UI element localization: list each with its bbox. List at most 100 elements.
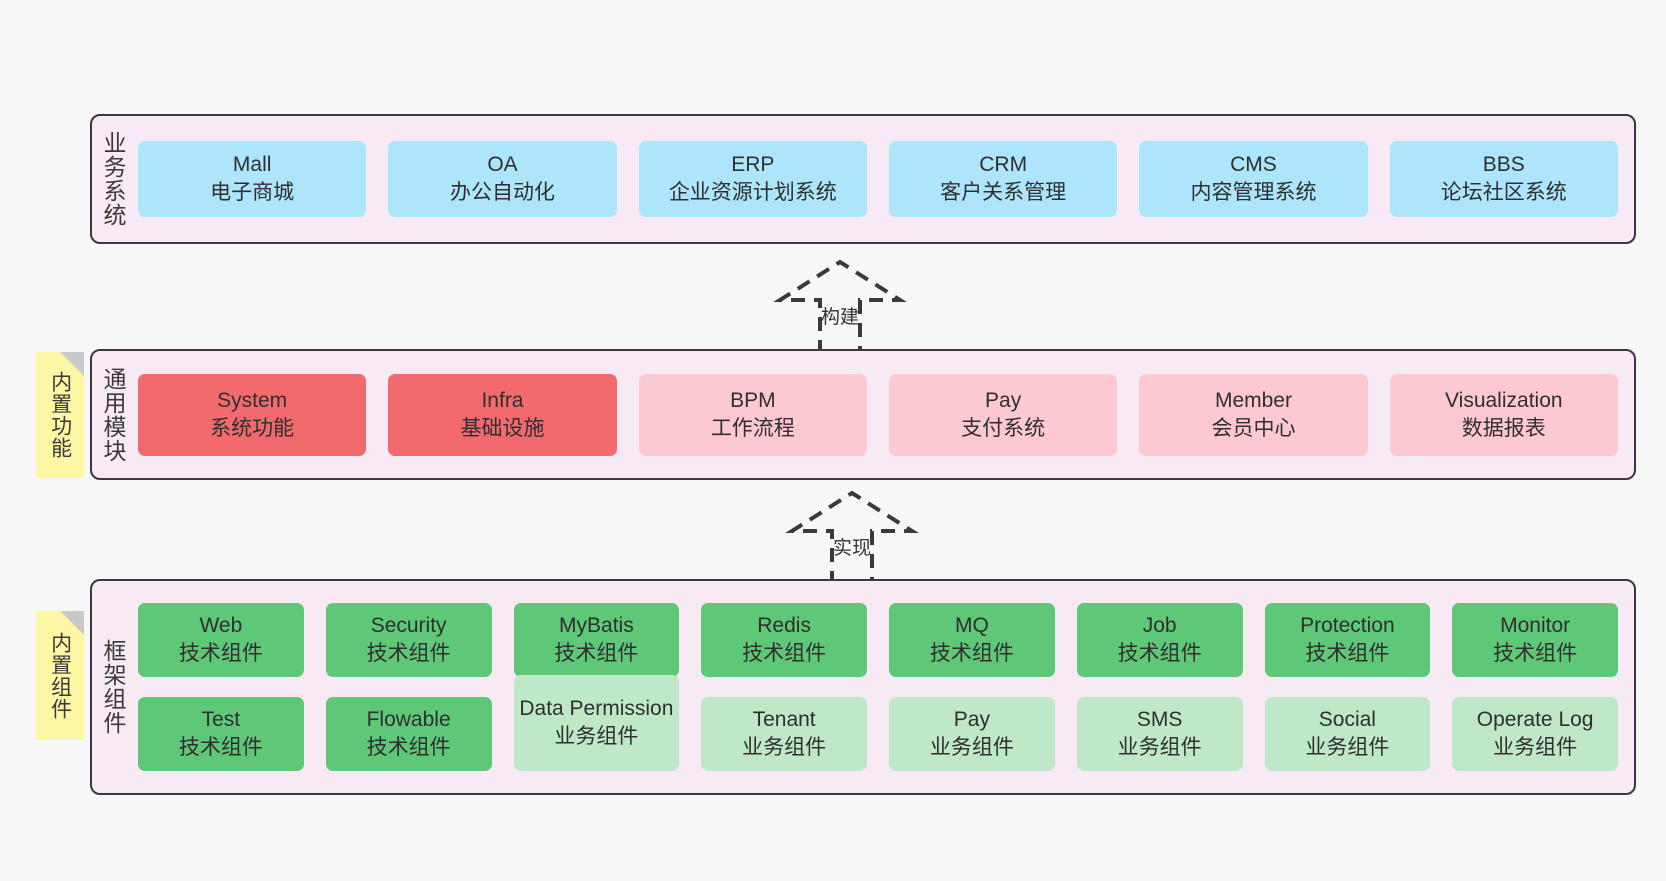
node-title: SMS xyxy=(1136,708,1183,732)
node-subtitle: 办公自动化 xyxy=(449,181,555,204)
node-title: System xyxy=(217,388,288,412)
node-bpm[interactable]: BPM 工作流程 xyxy=(638,373,867,456)
node-data-permission[interactable]: Data Permission 业务组件 xyxy=(513,675,680,771)
node-mq[interactable]: MQ 技术组件 xyxy=(889,603,1055,677)
node-title: Job xyxy=(1142,614,1177,638)
node-pay-component[interactable]: Pay 业务组件 xyxy=(889,697,1055,771)
node-title: ERP xyxy=(731,153,775,177)
node-title: Web xyxy=(199,614,243,638)
node-redis[interactable]: Redis 技术组件 xyxy=(701,603,867,677)
node-subtitle: 工作流程 xyxy=(710,416,795,440)
layer-business-systems: 业务系统 Mall 电子商城 OA 办公自动化 ERP 企业资源计划系统 CRM… xyxy=(90,114,1636,244)
page-fold-icon xyxy=(60,611,84,635)
note-label: 内置功能 xyxy=(48,371,72,459)
node-subtitle: 技术组件 xyxy=(742,642,827,665)
node-subtitle: 技术组件 xyxy=(178,736,263,759)
node-bbs[interactable]: BBS 论坛社区系统 xyxy=(1389,141,1618,217)
layer-framework-title: 框架组件 xyxy=(100,639,127,735)
node-mall[interactable]: Mall 电子商城 xyxy=(138,141,367,217)
layer-modules-body: System 系统功能 Infra 基础设施 BPM 工作流程 Pay 支付系统… xyxy=(134,351,1634,478)
node-mybatis[interactable]: MyBatis 技术组件 xyxy=(513,603,680,677)
node-subtitle: 技术组件 xyxy=(1305,642,1390,665)
node-title: Tenant xyxy=(752,708,816,732)
framework-tech-row: Web 技术组件 Security 技术组件 MyBatis 技术组件 Redi… xyxy=(138,603,1618,677)
node-cms[interactable]: CMS 内容管理系统 xyxy=(1139,141,1368,217)
node-subtitle: 业务组件 xyxy=(1493,736,1578,759)
node-subtitle: 业务组件 xyxy=(1117,736,1202,759)
node-infra[interactable]: Infra 基础设施 xyxy=(388,373,617,456)
node-member[interactable]: Member 会员中心 xyxy=(1139,373,1368,456)
arrow-build-label: 构建 xyxy=(820,307,860,328)
node-monitor[interactable]: Monitor 技术组件 xyxy=(1452,603,1618,677)
node-title: Redis xyxy=(757,614,811,638)
node-erp[interactable]: ERP 企业资源计划系统 xyxy=(638,141,867,217)
node-title: Security xyxy=(370,614,447,638)
note-builtin-functions: 内置功能 xyxy=(36,352,84,478)
node-title: Operate Log xyxy=(1476,708,1594,732)
node-title: BBS xyxy=(1482,153,1525,177)
node-title: OA xyxy=(487,153,518,177)
node-subtitle: 系统功能 xyxy=(210,416,295,440)
node-subtitle: 技术组件 xyxy=(178,642,263,665)
node-job[interactable]: Job 技术组件 xyxy=(1076,603,1243,677)
node-title: CRM xyxy=(979,153,1028,177)
node-visualization[interactable]: Visualization 数据报表 xyxy=(1389,373,1618,456)
business-node-row: Mall 电子商城 OA 办公自动化 ERP 企业资源计划系统 CRM 客户关系… xyxy=(138,141,1618,217)
modules-node-row: System 系统功能 Infra 基础设施 BPM 工作流程 Pay 支付系统… xyxy=(138,373,1618,456)
node-title: Visualization xyxy=(1445,388,1563,412)
node-subtitle: 技术组件 xyxy=(554,642,639,665)
node-subtitle: 企业资源计划系统 xyxy=(668,181,837,204)
node-title: Data Permission xyxy=(519,697,674,721)
node-title: Flowable xyxy=(366,708,451,732)
layer-business-body: Mall 电子商城 OA 办公自动化 ERP 企业资源计划系统 CRM 客户关系… xyxy=(134,116,1634,242)
node-title: Infra xyxy=(481,388,524,412)
node-subtitle: 客户关系管理 xyxy=(940,181,1067,204)
node-title: Mall xyxy=(232,153,272,177)
node-test[interactable]: Test 技术组件 xyxy=(138,697,304,771)
node-subtitle: 业务组件 xyxy=(1305,736,1390,759)
node-title: Protection xyxy=(1300,614,1395,638)
note-label: 内置组件 xyxy=(48,631,72,720)
node-subtitle: 技术组件 xyxy=(366,736,451,759)
node-web[interactable]: Web 技术组件 xyxy=(138,603,304,677)
node-subtitle: 业务组件 xyxy=(554,725,639,748)
node-pay-module[interactable]: Pay 支付系统 xyxy=(888,373,1118,456)
node-subtitle: 业务组件 xyxy=(742,736,827,759)
note-builtin-components: 内置组件 xyxy=(36,611,84,740)
node-security[interactable]: Security 技术组件 xyxy=(325,603,492,677)
node-title: Monitor xyxy=(1500,614,1571,638)
node-subtitle: 数据报表 xyxy=(1461,416,1546,440)
node-subtitle: 技术组件 xyxy=(1117,642,1202,665)
node-social[interactable]: Social 业务组件 xyxy=(1264,697,1431,771)
node-subtitle: 基础设施 xyxy=(460,416,545,440)
node-title: Pay xyxy=(953,708,990,732)
node-subtitle: 论坛社区系统 xyxy=(1440,181,1567,204)
node-flowable[interactable]: Flowable 技术组件 xyxy=(325,697,492,771)
arrow-realize-label: 实现 xyxy=(832,538,872,559)
node-crm[interactable]: CRM 客户关系管理 xyxy=(888,141,1118,217)
layer-common-modules: 通用模块 System 系统功能 Infra 基础设施 BPM 工作流程 Pay… xyxy=(90,349,1636,480)
node-title: Pay xyxy=(985,388,1022,412)
layer-modules-title: 通用模块 xyxy=(100,366,127,463)
node-tenant[interactable]: Tenant 业务组件 xyxy=(701,697,867,771)
node-subtitle: 技术组件 xyxy=(929,642,1014,665)
node-oa[interactable]: OA 办公自动化 xyxy=(388,141,617,217)
node-sms[interactable]: SMS 业务组件 xyxy=(1076,697,1243,771)
node-operate-log[interactable]: Operate Log 业务组件 xyxy=(1452,697,1618,771)
node-subtitle: 支付系统 xyxy=(961,416,1046,440)
layer-framework-body: Web 技术组件 Security 技术组件 MyBatis 技术组件 Redi… xyxy=(134,581,1634,793)
node-system[interactable]: System 系统功能 xyxy=(138,373,367,456)
node-title: Test xyxy=(201,708,241,732)
node-title: Member xyxy=(1214,388,1292,412)
arrow-build: 构建 xyxy=(760,258,920,354)
node-protection[interactable]: Protection 技术组件 xyxy=(1264,603,1431,677)
node-subtitle: 会员中心 xyxy=(1211,416,1296,440)
layer-framework-components: 框架组件 Web 技术组件 Security 技术组件 MyBatis 技术组件… xyxy=(90,579,1636,795)
node-title: MyBatis xyxy=(559,614,634,638)
node-subtitle: 业务组件 xyxy=(929,736,1014,759)
node-subtitle: 技术组件 xyxy=(1493,642,1578,665)
node-title: MQ xyxy=(954,614,989,638)
node-subtitle: 内容管理系统 xyxy=(1190,181,1317,204)
framework-business-row: Test 技术组件 Flowable 技术组件 Data Permission … xyxy=(138,675,1618,771)
